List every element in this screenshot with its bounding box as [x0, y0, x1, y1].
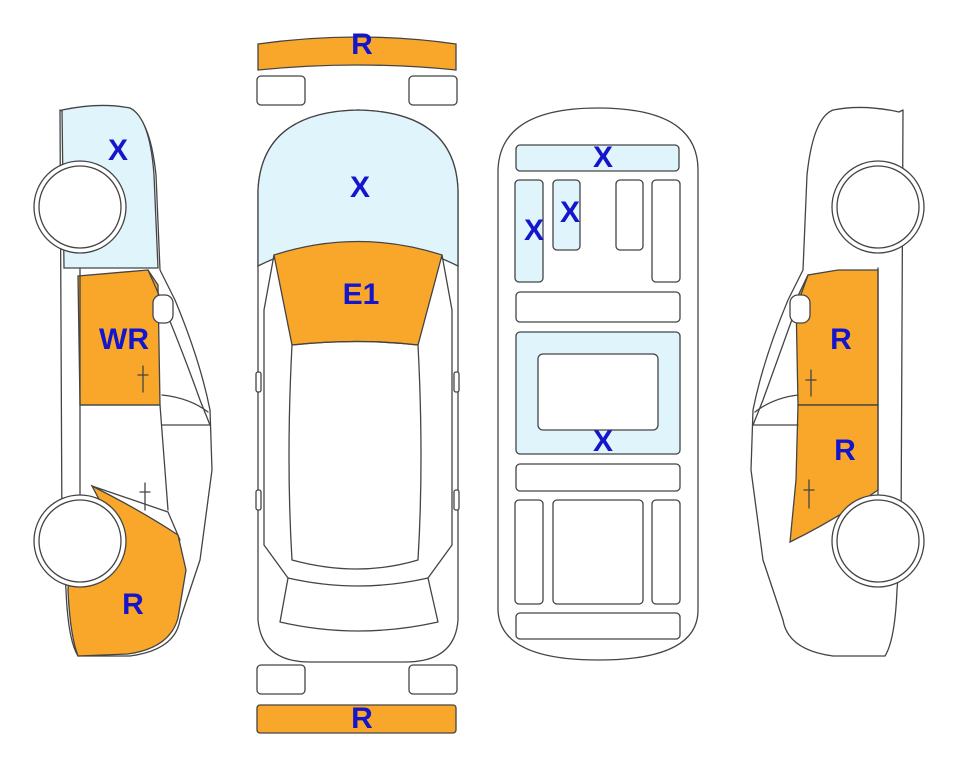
right-rear-wheel: [836, 499, 920, 583]
front-bumper-panel[interactable]: [257, 36, 457, 71]
label-frame-left-rail: X: [524, 214, 544, 247]
frame-inner-left-panel[interactable]: [552, 179, 581, 251]
label-front-bumper: R: [351, 28, 373, 61]
damage-labels: R X E1 R X WR R X X X X R R: [99, 28, 856, 735]
right-side-view: [750, 106, 925, 657]
right-handle-front: [805, 369, 817, 397]
frame-rear-cross: [515, 612, 681, 640]
label-left-rear-quarter: R: [122, 588, 144, 621]
front-left-headlight: [256, 75, 306, 106]
top-roof-outline: [288, 340, 422, 570]
label-hood: X: [350, 171, 370, 204]
rear-left-taillight: [256, 664, 306, 695]
frame-rear-right-rail: [651, 499, 681, 605]
label-windshield: E1: [343, 278, 380, 311]
left-side-view: [33, 104, 213, 657]
frame-rear-left-rail: [514, 499, 544, 605]
top-right-handle: [453, 489, 460, 511]
top-left-mirror: [255, 371, 262, 393]
frame-inner-right: [615, 179, 644, 251]
label-rear-bumper: R: [351, 702, 373, 735]
right-handle-rear: [803, 479, 815, 509]
left-door-line-b: [79, 404, 169, 511]
left-handle-rear: [139, 482, 151, 511]
frame-cross-member-1: [515, 291, 681, 323]
rear-right-taillight: [408, 664, 458, 695]
label-frame-floor: X: [593, 425, 613, 458]
underbody-view: [497, 107, 699, 661]
frame-right-rail: [651, 179, 681, 283]
right-mirror: [789, 294, 811, 324]
left-front-wheel: [38, 165, 122, 249]
top-rear-window: [279, 577, 439, 632]
right-window-line-2: [754, 394, 799, 413]
label-right-rear-door: R: [834, 434, 856, 467]
left-mirror: [152, 294, 174, 324]
label-right-front-door: R: [830, 323, 852, 356]
right-front-wheel: [836, 165, 920, 249]
top-right-pillar: [427, 254, 453, 579]
left-rear-door-edge: [91, 485, 181, 541]
frame-left-rail-panel[interactable]: [514, 179, 544, 283]
left-handle-front: [137, 365, 149, 393]
front-right-headlight: [408, 75, 458, 106]
rear-bumper-panel[interactable]: [256, 704, 457, 734]
left-window-line: [147, 269, 211, 426]
frame-rear-center: [552, 499, 644, 605]
label-left-fender-front: X: [108, 134, 128, 167]
frame-floor-inner: [537, 353, 659, 431]
frame-cross-member-2: [515, 463, 681, 492]
left-window-line-2: [161, 394, 209, 413]
frame-front-cross-panel[interactable]: [515, 144, 680, 172]
label-frame-front-cross: X: [593, 141, 613, 174]
label-left-front-door: WR: [99, 323, 149, 356]
top-right-mirror: [453, 371, 460, 393]
top-view: [255, 36, 460, 734]
left-rear-wheel: [38, 499, 122, 583]
top-left-pillar: [263, 254, 289, 579]
right-window-line: [752, 274, 809, 426]
label-frame-inner-left: X: [560, 196, 580, 229]
top-left-handle: [255, 489, 262, 511]
